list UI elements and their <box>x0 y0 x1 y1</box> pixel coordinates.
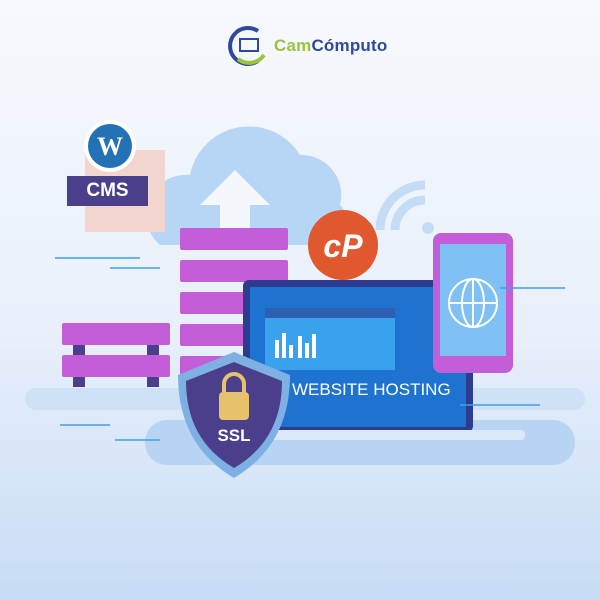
globe-icon <box>448 278 498 328</box>
cpanel-icon: cP <box>308 210 378 280</box>
padlock-icon <box>219 392 249 420</box>
camcomputo-logo[interactable]: CamCómputo <box>228 25 387 67</box>
ssl-shield-icon <box>178 352 290 478</box>
cloud-upload-icon <box>146 126 348 245</box>
decorative-lines <box>55 257 565 441</box>
laptop-icon <box>225 280 525 440</box>
wordpress-icon: W <box>84 120 136 172</box>
wifi-icon <box>375 180 434 234</box>
ssl-label: SSL <box>217 426 251 445</box>
cms-label: CMS <box>67 176 148 206</box>
smartphone-icon <box>433 233 513 373</box>
logo-text: CamCómputo <box>274 36 388 55</box>
bar-chart-icon <box>275 333 316 358</box>
svg-text:cP: cP <box>323 228 363 264</box>
website-hosting-label: WEBSITE HOSTING <box>292 380 451 399</box>
logo-monitor-icon <box>228 26 266 66</box>
svg-text:W: W <box>97 132 123 161</box>
server-rack-left <box>62 323 170 387</box>
